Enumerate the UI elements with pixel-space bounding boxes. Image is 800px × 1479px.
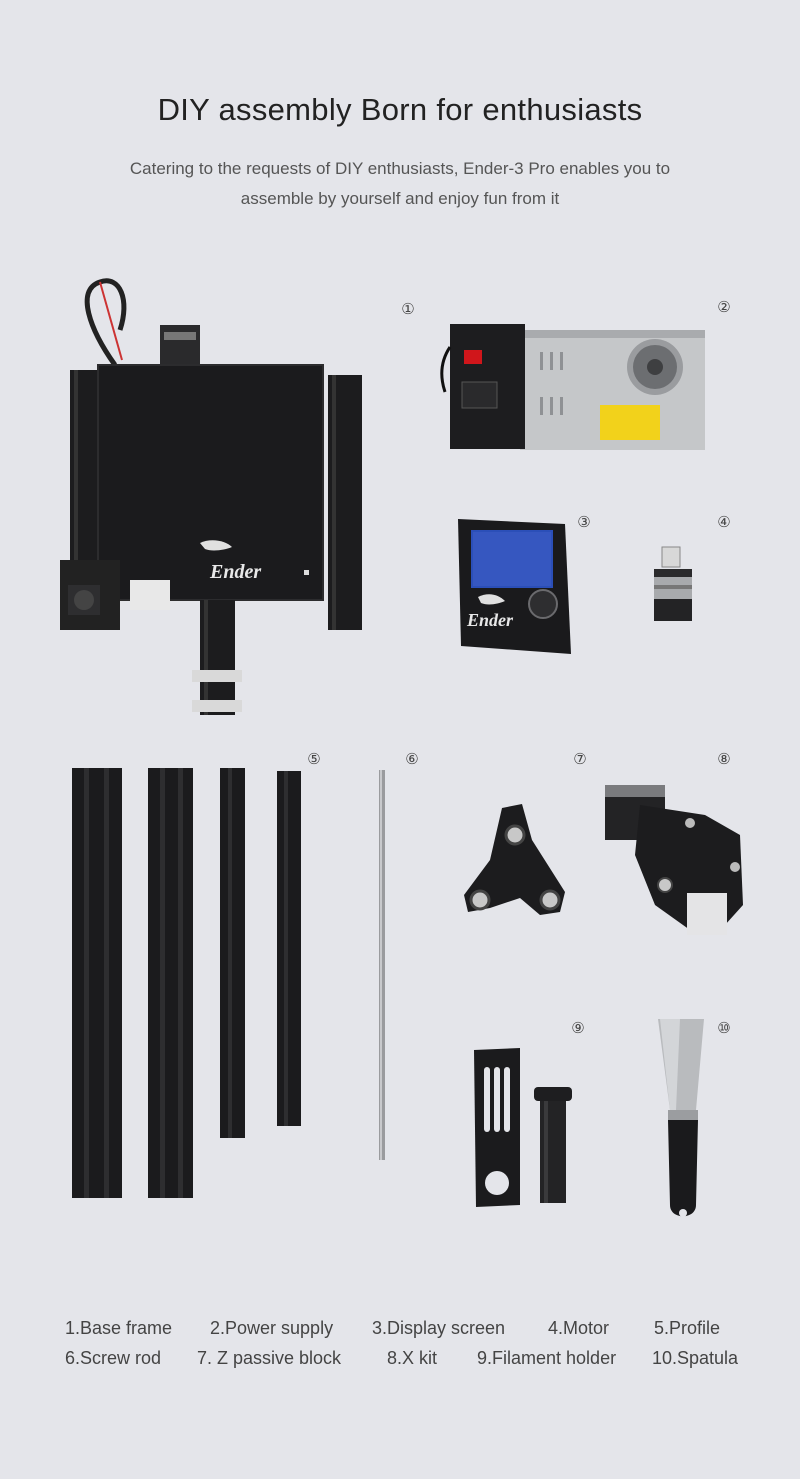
- display-logo-text: Ender: [466, 610, 514, 630]
- legend-x-kit: 8.X kit: [387, 1348, 438, 1368]
- marker-3: ③: [577, 514, 591, 531]
- marker-7: ⑦: [573, 751, 587, 768]
- screw-rod-image: [379, 770, 385, 1160]
- marker-2: ②: [717, 299, 731, 316]
- legend-motor: 4.Motor: [548, 1318, 610, 1338]
- display-screen-image: Ender: [458, 519, 571, 654]
- legend-filament-holder: 9.Filament holder: [477, 1348, 617, 1368]
- motor-image: [654, 546, 692, 621]
- page-subtitle: Catering to the requests of DIY enthusia…: [100, 154, 700, 214]
- marker-6: ⑥: [405, 751, 419, 768]
- legend-row-2: 6.Screw rod 7. Z passive block 8.X kit 9…: [0, 1348, 800, 1378]
- marker-1: ①: [401, 301, 415, 318]
- spatula-image: [658, 1019, 704, 1217]
- marker-9: ⑨: [571, 1020, 585, 1037]
- filament-holder-image: [474, 1048, 572, 1207]
- base-frame-logo-text: Ender: [209, 561, 261, 583]
- profile-image: [72, 768, 301, 1198]
- legend-display-screen: 3.Display screen: [372, 1318, 506, 1338]
- x-kit-image: [605, 785, 743, 935]
- legend-base-frame: 1.Base frame: [65, 1318, 173, 1338]
- page-title: DIY assembly Born for enthusiasts: [157, 92, 643, 127]
- z-passive-block-image: [464, 804, 565, 915]
- marker-5: ⑤: [307, 751, 321, 768]
- parts-legend: 1.Base frame 2.Power supply 3.Display sc…: [0, 1318, 800, 1378]
- power-supply-image: [440, 324, 705, 450]
- legend-z-passive-block: 7. Z passive block: [197, 1348, 342, 1368]
- subtitle-line-2: assemble by yourself and enjoy fun from …: [240, 189, 560, 208]
- legend-power-supply: 2.Power supply: [210, 1318, 334, 1338]
- legend-spatula: 10.Spatula: [652, 1348, 739, 1368]
- marker-8: ⑧: [717, 751, 731, 768]
- marker-4: ④: [717, 514, 731, 531]
- legend-profile: 5.Profile: [654, 1318, 721, 1338]
- legend-row-1: 1.Base frame 2.Power supply 3.Display sc…: [0, 1318, 800, 1348]
- base-frame-image: Ender: [60, 278, 362, 715]
- marker-10: ⑩: [717, 1020, 731, 1037]
- subtitle-line-1: Catering to the requests of DIY enthusia…: [129, 159, 671, 178]
- legend-screw-rod: 6.Screw rod: [65, 1348, 162, 1368]
